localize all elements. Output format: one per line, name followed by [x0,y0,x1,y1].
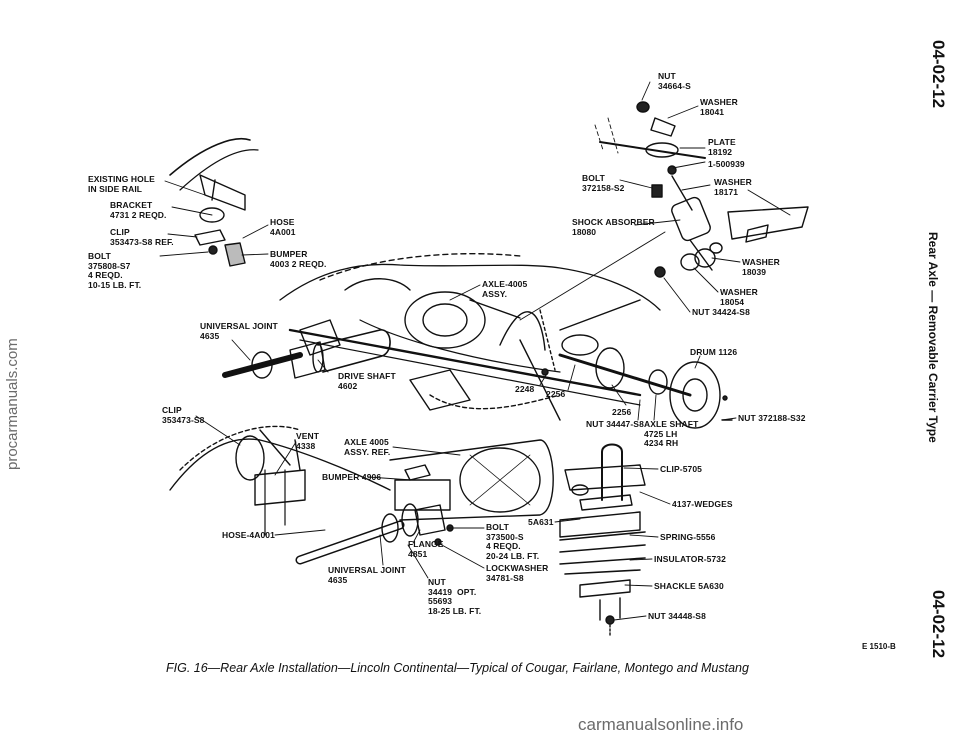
label-2256-a: 2256 [546,389,566,399]
label-washer-18171: WASHER 18171 [714,177,752,197]
figure-code: E 1510-B [862,642,896,651]
label-axle-4005-ref: AXLE 4005 ASSY. REF. [344,437,391,457]
label-bumper-4906: BUMPER 4906 [322,472,382,482]
label-bolt-372158: BOLT 372158-S2 [582,173,625,193]
label-universal-joint-top: UNIVERSAL JOINT 4635 [200,321,278,341]
label-wedges-4137: 4137-WEDGES [672,499,733,509]
label-shock-absorber: SHOCK ABSORBER 18080 [572,217,655,237]
label-nut-34419: NUT 34419 OPT. 55693 18-25 LB. FT. [428,577,482,616]
label-plate-18192: PLATE 18192 [708,137,736,157]
label-washer-18039: WASHER 18039 [742,257,780,277]
label-hose-4a001-bottom: HOSE-4A001 [222,530,275,540]
label-5a631: 5A631 [528,517,554,527]
label-insulator-5732: INSULATOR-5732 [654,554,726,564]
side-rail-bracket-detail [169,138,259,267]
label-spring-5556: SPRING-5556 [660,532,716,542]
label-existing-hole: EXISTING HOLE IN SIDE RAIL [88,174,155,194]
label-axle-shaft: AXLE SHAFT 4725 LH 4234 RH [644,419,699,448]
label-nut-34664: NUT 34664-S [658,71,691,91]
label-nut-372188: NUT 372188-S32 [738,413,806,423]
label-washer-18041: WASHER 18041 [700,97,738,117]
label-washer-18054: WASHER 18054 [720,287,758,307]
label-clip-353473-ref: CLIP 353473-S8 REF. [110,227,174,247]
page-number-top: 04-02-12 [929,40,948,109]
label-2256-b: 2256 [612,407,632,417]
label-bolt-373500: BOLT 373500-S 4 REQD. 20-24 LB. FT. [486,522,540,561]
label-clip-5705: CLIP-5705 [660,464,703,474]
label-shackle-5a630: SHACKLE 5A630 [654,581,724,591]
label-axle-4005-assy: AXLE-4005 ASSY. [482,279,528,299]
label-bracket-4731: BRACKET 4731 2 REQD. [110,200,167,220]
label-nut-34447: NUT 34447-S8 [586,419,644,429]
page-number-bottom: 04-02-12 [929,590,948,659]
label-bumper-4003: BUMPER 4003 2 REQD. [270,249,327,269]
label-universal-joint-bottom: UNIVERSAL JOINT 4635 [328,565,406,585]
figure-caption: FIG. 16—Rear Axle Installation—Lincoln C… [166,661,749,675]
label-nut-34424: NUT 34424-S8 [692,307,750,317]
label-bolt-375808: BOLT 375808-S7 4 REQD. 10-15 LB. FT. [88,251,142,290]
label-1-500939: 1-500939 [708,159,745,169]
label-2248: 2248 [515,384,535,394]
shock-absorber-assembly [594,101,809,278]
label-flange-4851: FLANGE 4851 [408,539,444,559]
lower-axle-housing-detail [169,425,554,565]
label-drive-shaft: DRIVE SHAFT 4602 [338,371,396,391]
drive-shaft-assembly [222,329,391,379]
watermark-bottom: carmanualsonline.info [578,715,744,734]
section-title: Rear Axle — Removable Carrier Type [926,232,940,443]
label-lockwasher: LOCKWASHER 34781-S8 [486,563,549,583]
drum-and-axle-shaft [541,347,733,429]
label-clip-353473: CLIP 353473-S8 [162,405,205,425]
watermark-left: procarmanuals.com [4,338,21,470]
label-nut-34448: NUT 34448-S8 [648,611,706,621]
label-drum-1126: DRUM 1126 [690,347,738,357]
leaf-spring-assembly [559,443,646,636]
rear-axle-assembly-main [279,253,661,421]
leader-lines [159,81,791,621]
label-vent-4338: VENT 4338 [296,431,320,451]
label-hose-4a001: HOSE 4A001 [270,217,296,237]
